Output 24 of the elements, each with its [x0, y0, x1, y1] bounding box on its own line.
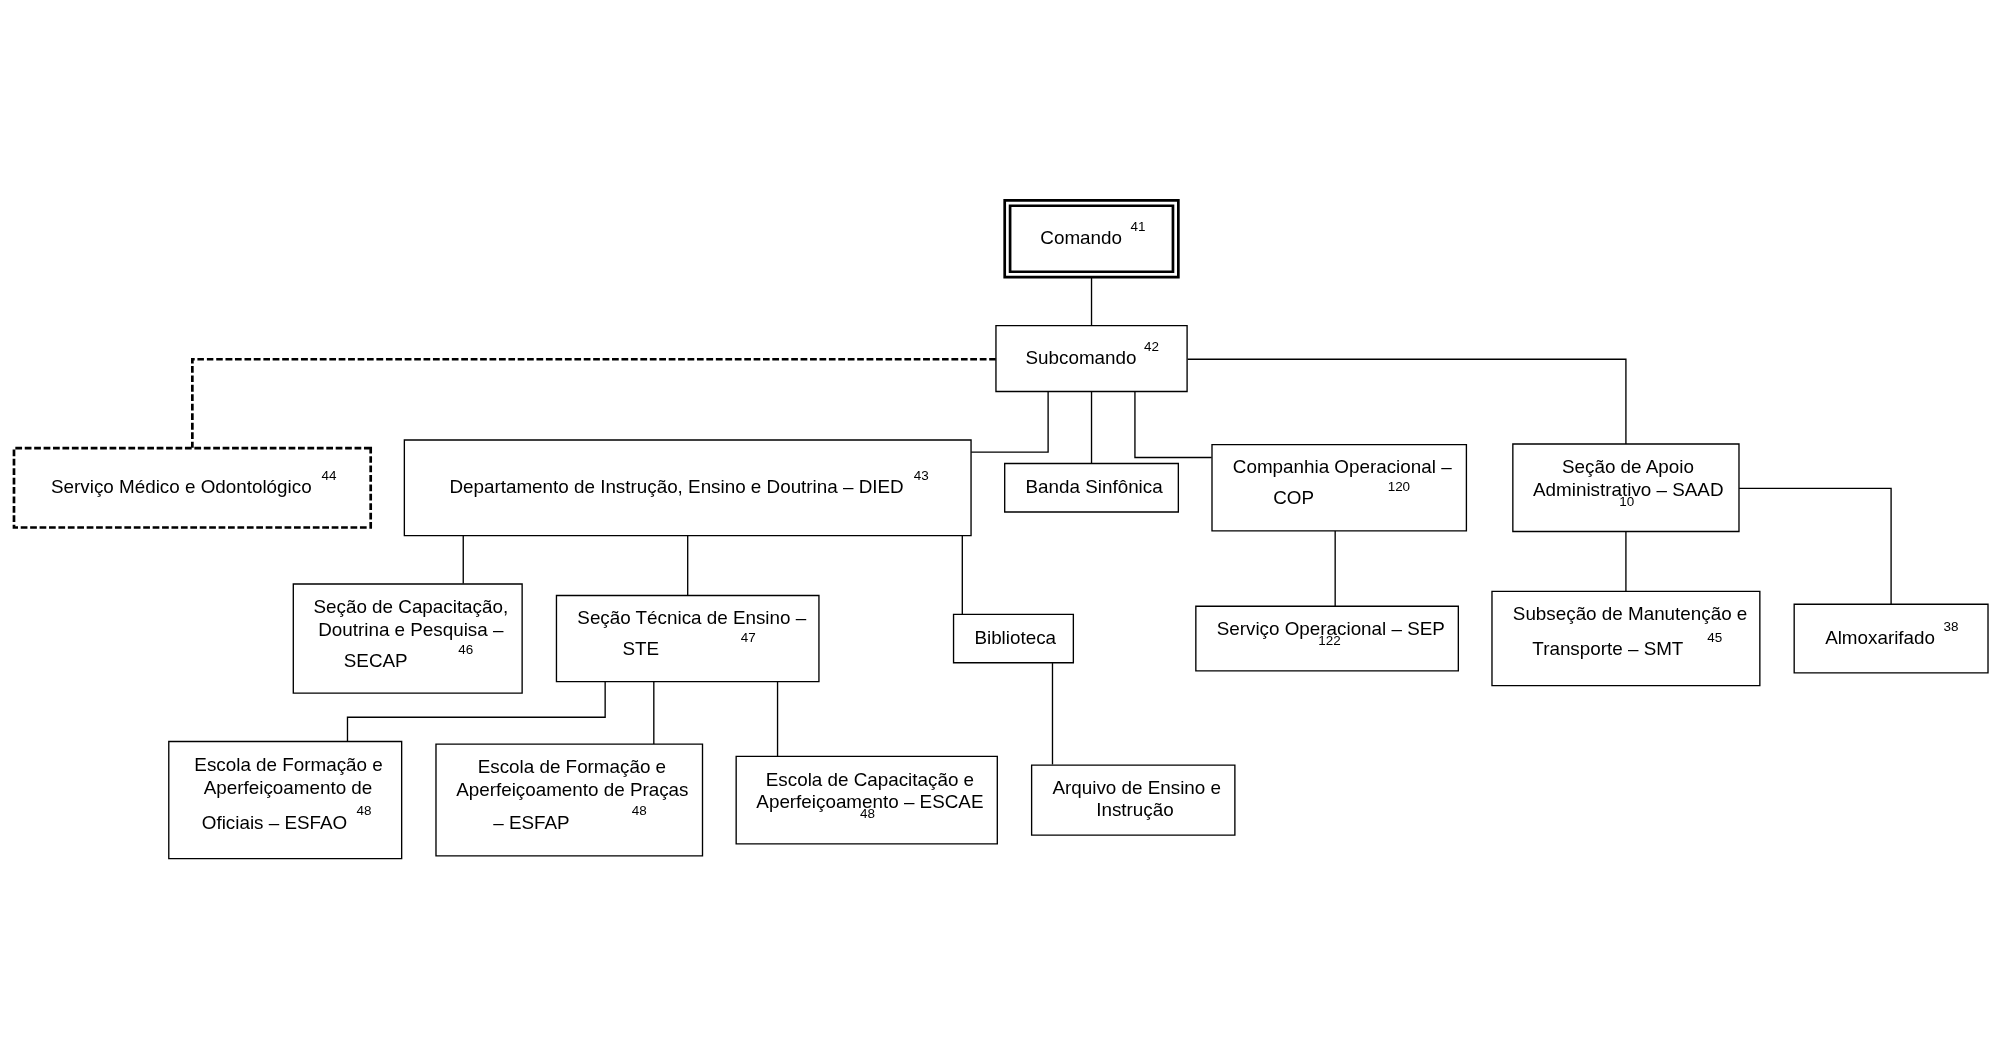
- connector: [191, 357, 996, 448]
- node-box: Departamento de Instrução, Ensino e Doutrina – DIED $^{43}$: [403, 438, 972, 536]
- node-box: Biblioteca: [952, 613, 1075, 663]
- connector: [1134, 390, 1213, 458]
- connector: [1090, 390, 1093, 464]
- connector: [1625, 530, 1627, 592]
- connector: [1334, 529, 1336, 607]
- node-box: Serviço Médico e Odontológico $^{44}$: [12, 446, 373, 529]
- connector: [1187, 358, 1627, 445]
- connector: [970, 390, 1049, 453]
- node-box: Banda Sinfônica: [1004, 462, 1180, 513]
- node-box: Subcomando $^{42}$: [995, 324, 1188, 392]
- node-box: Comando $^{41}$: [1003, 198, 1180, 278]
- connector: [776, 680, 779, 757]
- connector: [462, 534, 464, 584]
- connector: [1051, 661, 1054, 765]
- connector: [1090, 276, 1093, 326]
- connector: [687, 534, 689, 596]
- connector: [653, 680, 655, 745]
- connector: [1738, 487, 1892, 605]
- node-box: Arquivo de Ensino e Instrução: [1030, 763, 1236, 836]
- node-box: Escola de Formação e Aperfeiçoamento de Oficiais – ESFAO $^{48}$: [168, 740, 403, 859]
- node-box: Almoxarifado $^{38}$: [1793, 603, 1989, 674]
- connector: [961, 534, 963, 615]
